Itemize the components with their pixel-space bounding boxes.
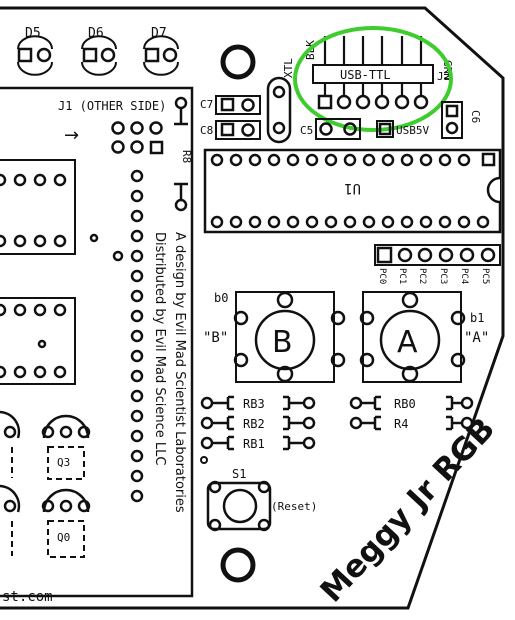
svg-text:RB0: RB0 (394, 397, 416, 411)
svg-text:Q0: Q0 (57, 531, 70, 544)
svg-text:U1: U1 (344, 180, 361, 196)
reset-switch-s1: S1 (Reset) (206, 467, 317, 532)
pad-column (37, 169, 144, 503)
button-a: A b1 "A" (359, 291, 489, 383)
svg-text:→: → (64, 125, 79, 146)
url-fragment: st.com (2, 589, 53, 605)
crystal-xtl: XTL (266, 58, 295, 144)
svg-text:"B": "B" (203, 330, 228, 346)
credit-line-2: Distributed by Evil Mad Science LLC (152, 232, 167, 465)
svg-text:C6: C6 (469, 110, 482, 123)
svg-text:C8: C8 (200, 124, 213, 137)
svg-text:RB1: RB1 (243, 437, 265, 451)
mounting-hole-top (220, 44, 256, 80)
svg-text:C7: C7 (200, 98, 213, 111)
svg-text:USB5V: USB5V (396, 124, 429, 137)
resistor-r8: R8 (174, 96, 193, 212)
dip-chip-upper (0, 159, 76, 255)
svg-text:C5: C5 (300, 124, 313, 137)
svg-text:USB-TTL: USB-TTL (340, 68, 391, 82)
svg-text:A: A (397, 325, 418, 360)
svg-text:D5: D5 (25, 26, 41, 41)
resistor-rb0: RB0 (349, 395, 474, 411)
transistor-partial-left (0, 410, 21, 556)
svg-text:B: B (272, 325, 293, 360)
svg-text:PC1: PC1 (397, 268, 407, 284)
led-d6: D6 (81, 26, 117, 76)
resistor-rb1: RB1 (200, 435, 316, 464)
svg-text:PC3: PC3 (438, 268, 448, 284)
capacitor-c7: C7 (200, 95, 261, 115)
svg-text:S1: S1 (232, 467, 246, 481)
credit-line-1: A design by Evil Mad Scientist Laborator… (172, 232, 187, 513)
svg-text:R8: R8 (180, 150, 193, 163)
jumper-usb5v: USB5V (376, 120, 429, 138)
svg-text:"A": "A" (464, 330, 489, 346)
svg-text:R4: R4 (394, 417, 408, 431)
svg-text:PC0: PC0 (377, 268, 387, 284)
svg-text:PC5: PC5 (480, 268, 490, 284)
header-pc: PC0 PC1 PC2 PC3 PC4 PC5 (374, 244, 501, 284)
capacitor-c6: C6 (441, 101, 482, 139)
svg-text:PC2: PC2 (417, 268, 427, 284)
svg-text:b1: b1 (470, 311, 484, 325)
led-d7: D7 (143, 26, 179, 76)
svg-text:PC4: PC4 (459, 268, 469, 284)
svg-text:b0: b0 (214, 291, 228, 305)
svg-text:XTL: XTL (282, 58, 295, 78)
left-panel-frame (0, 86, 194, 598)
svg-text:RB3: RB3 (243, 397, 265, 411)
svg-text:J1 (OTHER SIDE): J1 (OTHER SIDE) (58, 99, 166, 113)
capacitor-c5: C5 (300, 118, 361, 140)
led-d5: D5 (17, 26, 53, 76)
svg-text:Q3: Q3 (57, 456, 70, 469)
green-highlight-circle (293, 26, 453, 132)
resistor-rb2: RB2 (200, 415, 316, 431)
svg-text:RB2: RB2 (243, 417, 265, 431)
button-b: B b0 "B" (203, 291, 346, 383)
svg-text:(Reset): (Reset) (271, 500, 317, 513)
chip-u1: U1 (203, 148, 502, 234)
svg-text:J2: J2 (437, 70, 450, 83)
dip-chip-lower (0, 297, 76, 385)
resistor-rb3: RB3 (200, 395, 316, 411)
mounting-hole-bottom (220, 547, 256, 583)
brand-text: Meggy Jr RGB (314, 411, 503, 609)
board-outline (0, 6, 505, 610)
resistor-r4: R4 (349, 415, 474, 431)
svg-text:D7: D7 (151, 26, 167, 41)
header-j1: J1 (OTHER SIDE) → (58, 99, 166, 155)
capacitor-c8: C8 (200, 120, 261, 140)
usb-ttl-header: USB-TTL J2 BLK GRN (304, 36, 454, 110)
transistor-q0: Q0 (41, 488, 91, 558)
transistor-q3: Q3 (41, 414, 91, 480)
